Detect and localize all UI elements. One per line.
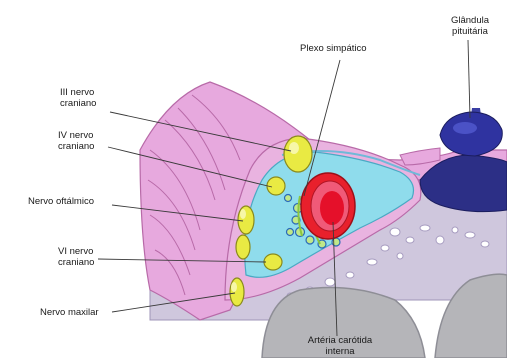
nerve-vi-2 [236,235,250,259]
label-iii-nervo-craniano: III nervo craniano [60,87,96,109]
nerve-iii [284,136,312,172]
label-nervo-oftalmico: Nervo oftálmico [28,196,94,207]
nerve-vi [264,254,282,270]
nerve-oftalmico [238,206,254,234]
pituitary-highlight [453,122,477,134]
label-nervo-maxilar: Nervo maxilar [40,307,99,318]
leader-pituitaria [468,40,470,118]
carotid-lumen [320,191,344,225]
label-plexo-simpatico: Plexo simpático [300,43,367,54]
label-arteria-carotida-interna: Artéria carótida interna [290,335,390,357]
label-vi-nervo-craniano: VI nervo craniano [58,246,94,268]
nerve-maxilar [230,278,244,306]
pituitary-gland [440,112,502,156]
label-glandula-pituitaria: Glândula pituitária [425,15,507,37]
label-iv-nervo-craniano: IV nervo craniano [58,130,94,152]
